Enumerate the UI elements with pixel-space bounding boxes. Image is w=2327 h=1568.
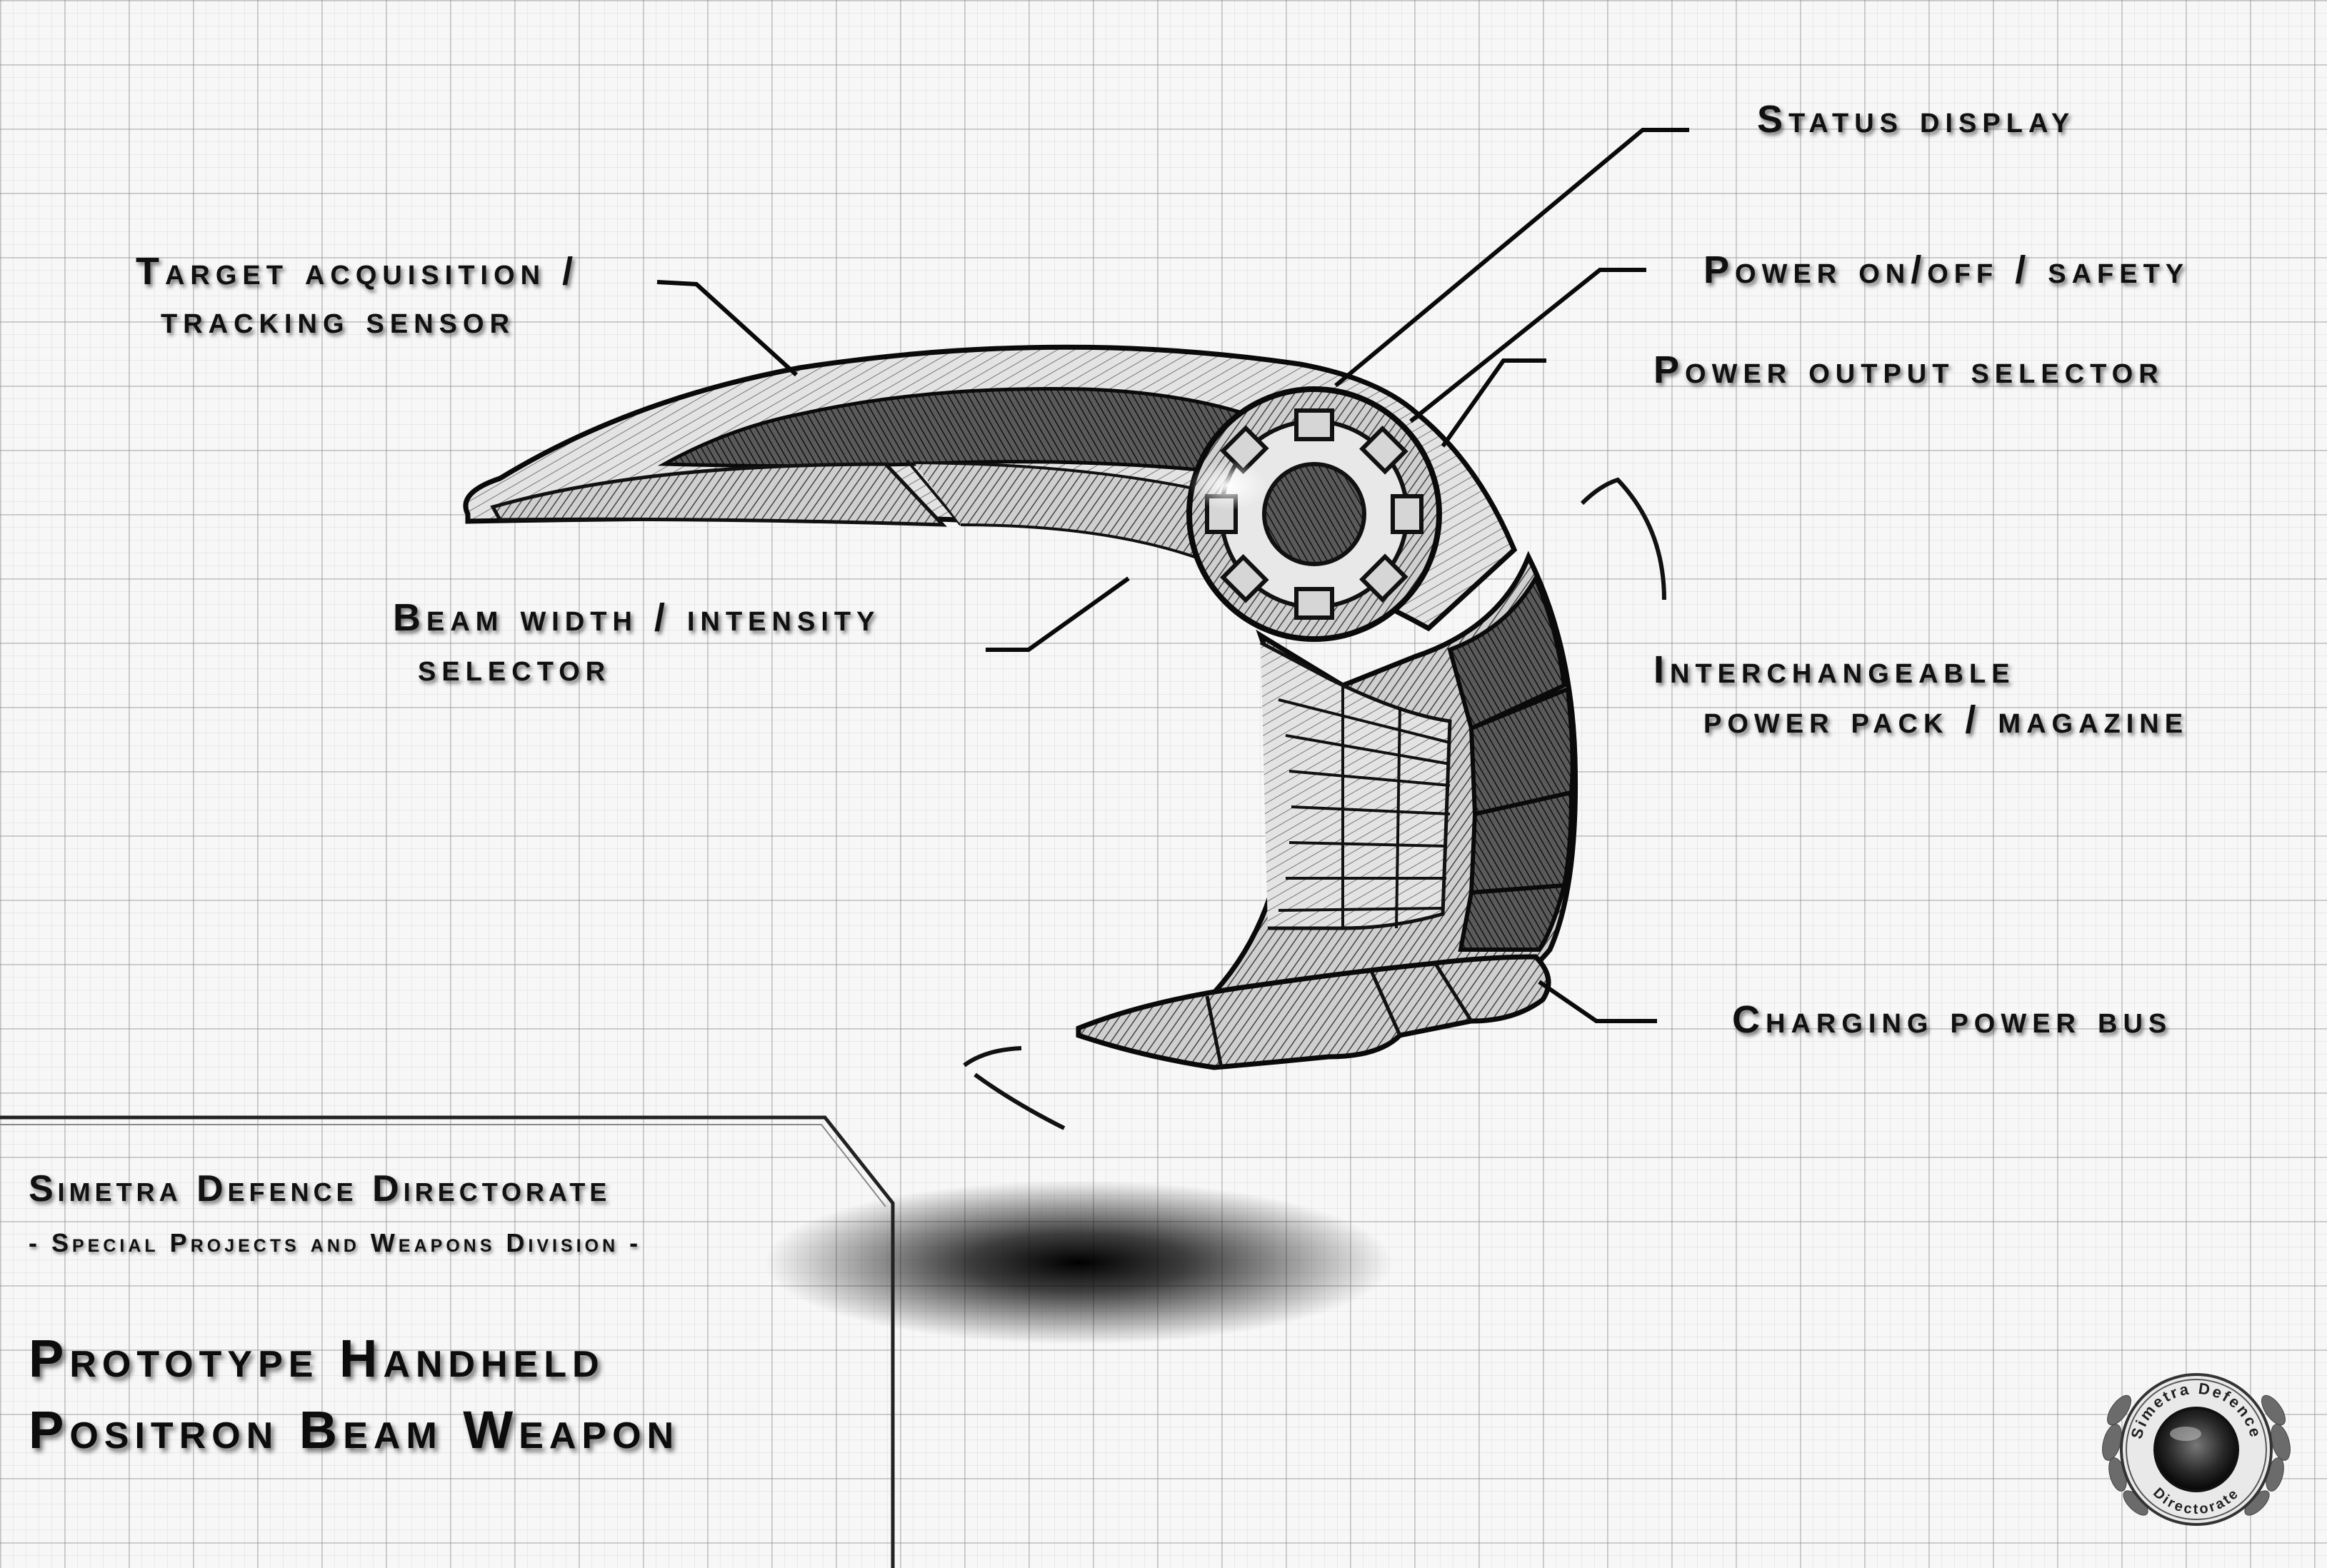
label-pack-line2: power pack / magazine xyxy=(1703,698,2189,741)
status-display-disc xyxy=(1186,386,1442,642)
swing-arc-upper xyxy=(1580,477,1666,600)
directorate-seal: Simetra Defence Directorate xyxy=(2102,1373,2291,1526)
label-charging-bus: Charging power bus xyxy=(1732,998,2173,1041)
title-line2: Positron Beam Weapon xyxy=(29,1400,680,1459)
leader-charging-bus xyxy=(1538,980,1657,1023)
title-line1: Prototype Handheld xyxy=(29,1329,605,1388)
leader-status-display xyxy=(1334,128,1689,388)
footer-frame xyxy=(0,1115,895,1568)
division-name: - Special Projects and Weapons Division … xyxy=(29,1228,642,1257)
label-power-safety: Power on/off / safety xyxy=(1703,248,2190,291)
swing-arc-lower xyxy=(963,1046,1066,1130)
label-pack-line1: Interchangeable xyxy=(1653,648,2016,691)
label-power-output: Power output selector xyxy=(1653,348,2164,391)
label-target-line1: Target acquisition / xyxy=(136,250,579,293)
label-beam-line2: selector xyxy=(418,646,611,689)
leader-power-safety xyxy=(1409,268,1646,423)
label-status-display: Status display xyxy=(1757,98,2076,141)
magazine-segments xyxy=(1447,573,1575,952)
leader-power-output xyxy=(1441,358,1546,448)
leader-target-sensor xyxy=(656,280,799,377)
organization-name: Simetra Defence Directorate xyxy=(29,1168,611,1210)
leader-beam-selector xyxy=(986,576,1130,652)
label-beam-line1: Beam width / intensity xyxy=(393,596,881,639)
leader-lines xyxy=(656,128,1689,1023)
ground-shadow xyxy=(764,1180,1393,1345)
label-target-line2: tracking sensor xyxy=(161,298,516,341)
charging-bus-claw xyxy=(1076,954,1551,1070)
